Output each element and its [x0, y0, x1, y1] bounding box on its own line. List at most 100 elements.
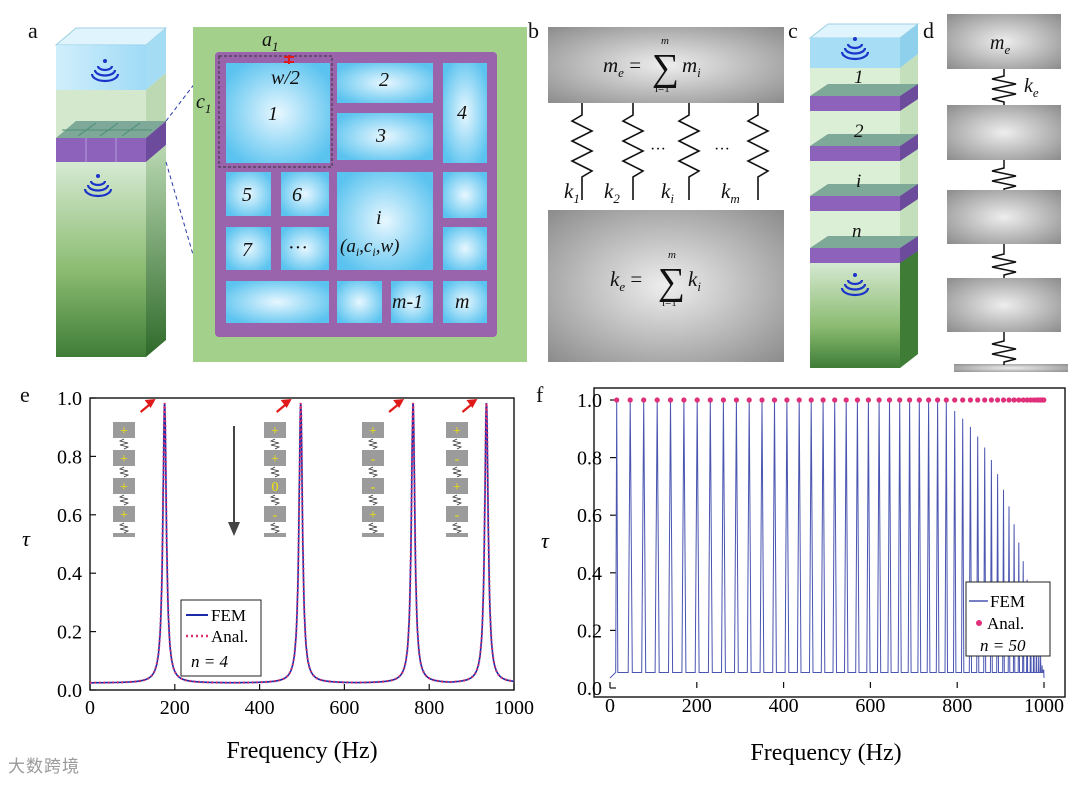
- y-tick-label: 0.6: [57, 505, 82, 527]
- down-arrow-icon: [228, 426, 240, 536]
- panel-a-illustration: a1 c1 w/2 1 2 3 4 5 6 7 ··· i (ai,ci,w) …: [54, 27, 527, 362]
- mode-spring: [269, 522, 281, 534]
- series-anal-point: [694, 397, 700, 403]
- mode-mass: [362, 506, 384, 522]
- mode-sign: +: [271, 452, 279, 467]
- mode-ground: [264, 533, 286, 537]
- bottom-mass-block: [548, 210, 784, 362]
- cell-label-7: 7: [242, 239, 253, 261]
- mode-sign: +: [120, 452, 128, 467]
- mode-sign: 0: [272, 480, 279, 495]
- cell-label-4: 4: [457, 102, 467, 124]
- bottom-stiffness-rhs: ki: [688, 267, 701, 294]
- series-anal-point: [1006, 397, 1012, 403]
- mode-mass: [362, 478, 384, 494]
- bottom-stiffness-equation: ke =: [610, 267, 642, 294]
- cell-label-dots: ···: [288, 237, 308, 259]
- mode-ground: [113, 533, 135, 537]
- y-tick-label: 0.0: [57, 680, 82, 702]
- mode-shape-inset: ++++: [113, 399, 156, 537]
- series-anal-point: [771, 397, 778, 403]
- layer-label-n: n: [852, 221, 862, 242]
- watermark: 大数跨境: [8, 757, 80, 777]
- series-anal-point: [935, 397, 941, 403]
- mode-sign: -: [273, 508, 278, 523]
- y-tick-label: 1.0: [57, 388, 82, 410]
- chart-e-legend-n: n = 4: [191, 652, 228, 671]
- mode-spring: [269, 494, 281, 506]
- cell-label-5: 5: [242, 184, 252, 206]
- series-anal-point: [907, 397, 913, 403]
- layer-label-i: i: [856, 171, 861, 192]
- series-anal-point: [960, 397, 966, 403]
- mode-sign: +: [453, 480, 461, 495]
- mode-sign: -: [455, 508, 460, 523]
- peak-arrow-head: [393, 399, 405, 408]
- sound-wave-icon: [840, 273, 870, 297]
- x-tick-label: 800: [942, 695, 972, 717]
- mode-sign: +: [120, 508, 128, 523]
- x-tick-label: 400: [769, 695, 799, 717]
- series-anal-point: [916, 397, 922, 403]
- mode-shape-inset: +--+: [362, 399, 405, 537]
- series-anal-point: [975, 397, 981, 403]
- layer-label-1: 1: [854, 67, 864, 88]
- chain-spring-label: ke: [1024, 75, 1039, 100]
- series-anal-point: [641, 397, 647, 403]
- membrane-layers: [810, 84, 918, 263]
- mass-block: [947, 14, 1061, 69]
- top-mass-rhs: mi: [682, 53, 701, 80]
- mode-sign: +: [120, 480, 128, 495]
- mode-spring: [367, 438, 379, 450]
- x-tick-label: 0: [605, 695, 615, 717]
- mode-spring: [118, 466, 130, 478]
- series-anal-point: [796, 397, 802, 403]
- mode-sign: -: [371, 480, 376, 495]
- mode-mass: [113, 422, 135, 438]
- series-fem-line: [90, 402, 515, 684]
- chart-e-xlabel: Frequency (Hz): [226, 738, 377, 764]
- mode-ground: [446, 533, 468, 537]
- chart-e-ylabel: τ: [22, 526, 31, 551]
- mode-mass: [264, 422, 286, 438]
- series-anal-point: [733, 397, 739, 403]
- panel-c-stacked-pillar: 1 2 i n: [808, 23, 920, 368]
- mode-spring: [367, 522, 379, 534]
- chart-e-plot-frame: [89, 397, 515, 691]
- mode-spring: [118, 494, 130, 506]
- mode-spring: [269, 438, 281, 450]
- mode-mass: [113, 506, 135, 522]
- series-anal-point: [865, 397, 871, 403]
- mode-spring: [118, 522, 130, 534]
- series-anal-point: [832, 397, 838, 403]
- panel-d-chain-model: me ke: [947, 14, 1068, 372]
- x-tick-label: 200: [682, 695, 712, 717]
- y-tick-label: 0.6: [577, 505, 602, 527]
- y-tick-label: 0.4: [577, 563, 602, 585]
- series-anal-point: [876, 397, 882, 403]
- y-tick-label: 0.2: [577, 620, 602, 642]
- y-tick-label: 0.8: [57, 446, 82, 468]
- x-tick-label: 400: [245, 697, 275, 719]
- series-anal-point: [967, 397, 973, 403]
- mode-mass: [362, 450, 384, 466]
- mode-sign: -: [455, 452, 460, 467]
- series-anal-point: [1041, 397, 1047, 403]
- layer-label-2: 2: [854, 121, 864, 142]
- x-tick-label: 600: [329, 697, 359, 719]
- chart-e-series: [90, 402, 515, 684]
- series-anal-point: [897, 397, 903, 403]
- chart-e-legend: FEM Anal. n = 4: [180, 599, 262, 677]
- series-anal-point: [988, 397, 994, 403]
- x-tick-label: 200: [160, 697, 190, 719]
- label-w-half: w/2: [271, 67, 300, 89]
- chart-e-mode-insets: ++++++0-+--++-+-: [113, 399, 478, 537]
- mode-spring: [451, 438, 463, 450]
- sum-upper-bottom: m: [668, 249, 676, 261]
- mode-mass: [446, 478, 468, 494]
- spring-ellipsis-2: ···: [714, 141, 730, 158]
- series-anal-point: [784, 397, 790, 403]
